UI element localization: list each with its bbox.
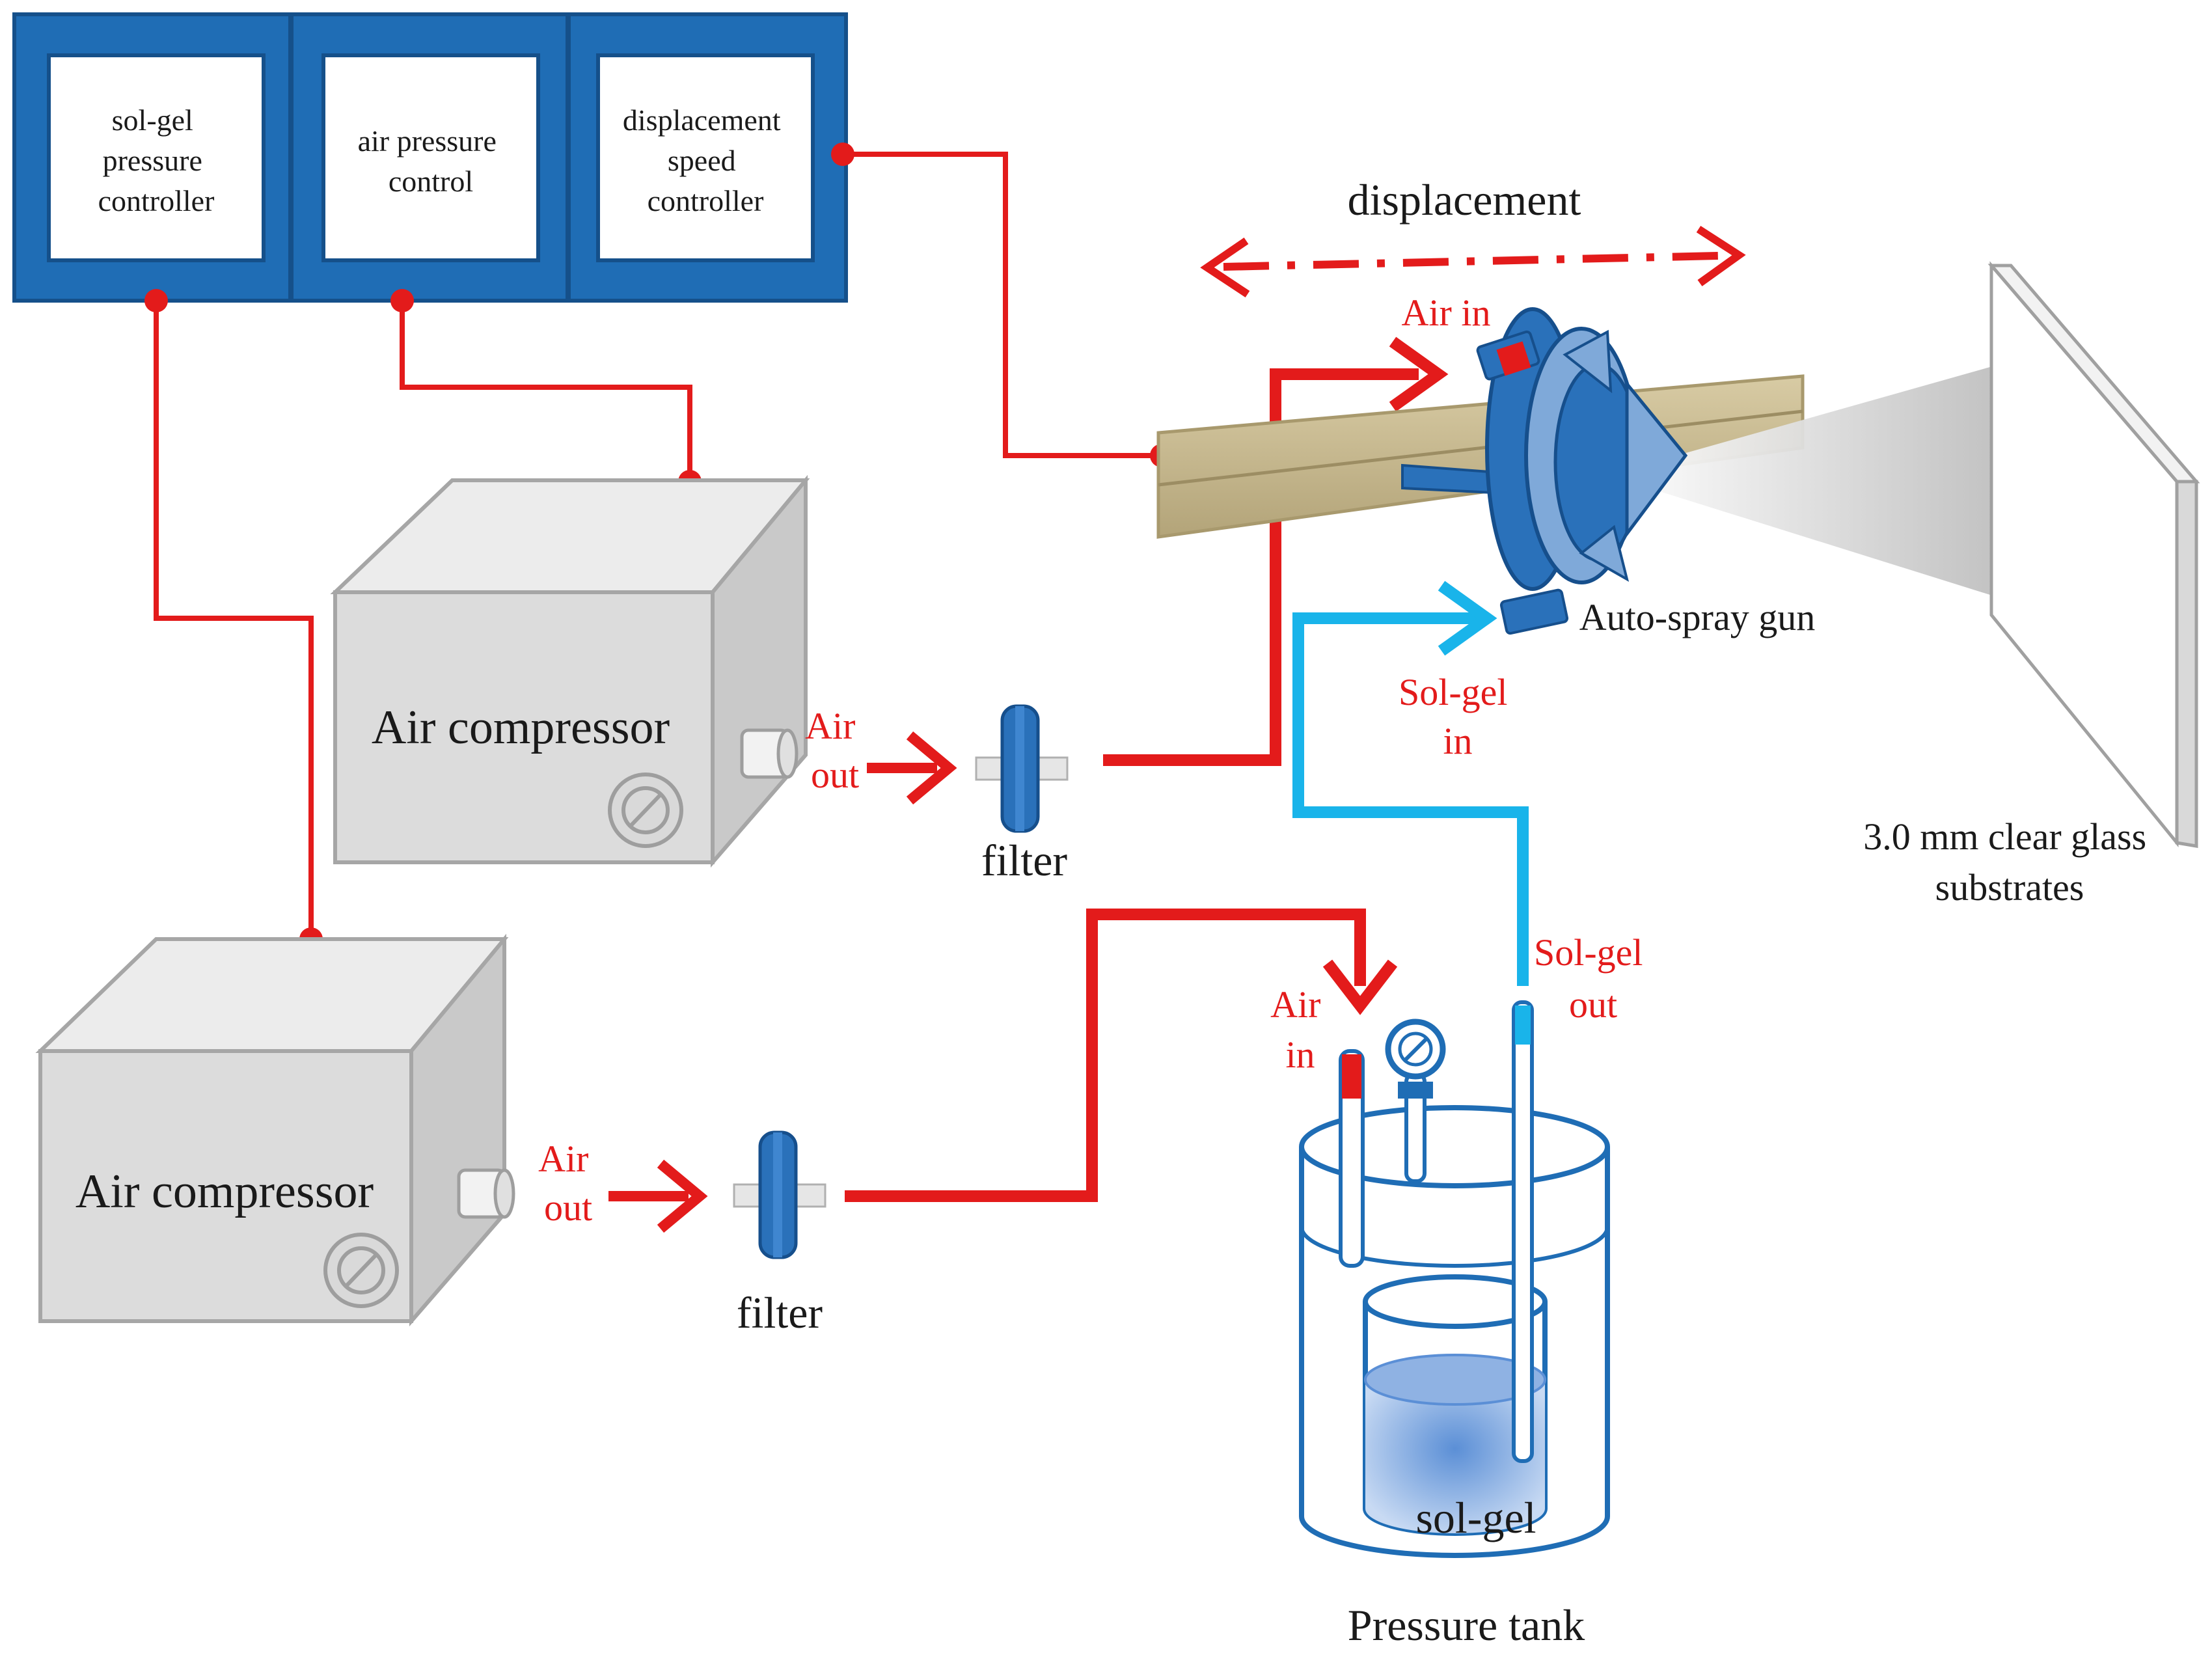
air-pressure-control-line1: air pressure xyxy=(358,124,497,157)
pressure-tank: Air in Sol-gel out sol-gel Pressure tank xyxy=(1270,931,1652,1650)
tank-sol-gel-outlet-tube xyxy=(1512,1000,1534,1463)
tank-sol-gel-out-line2: out xyxy=(1569,983,1617,1026)
tank-air-inlet-tube xyxy=(1339,1049,1365,1268)
gun-sol-gel-in-line2: in xyxy=(1443,720,1472,762)
air-out-lower-line1: Air xyxy=(538,1138,588,1180)
sol-gel-in-arrowhead xyxy=(1438,581,1497,656)
air-line-filter-to-tank xyxy=(845,909,1366,1202)
gun-sol-gel-in-label: Sol-gel in xyxy=(1399,671,1517,762)
svg-text:displacement speed: displacement speed controller xyxy=(623,103,788,217)
air-supply-lines xyxy=(845,368,1419,1202)
filter-upper-label: filter xyxy=(981,836,1068,885)
displacement-speed-controller-line1: displacement xyxy=(623,103,781,137)
air-pressure-control-box: air pressure control xyxy=(321,53,540,262)
air-pressure-control-line2: control xyxy=(389,165,473,198)
displacement-speed-controller-box: displacement speed controller xyxy=(596,53,815,262)
glass-substrate: 3.0 mm clear glass substrates xyxy=(1863,261,2200,909)
air-line-filter-to-gun xyxy=(1103,368,1419,766)
air-compressor-lower-label: Air compressor xyxy=(75,1165,374,1218)
glass-substrate-line1: 3.0 mm clear glass xyxy=(1863,815,2146,858)
svg-text:3.0 mm clear glass subst: 3.0 mm clear glass substrates xyxy=(1863,815,2155,909)
svg-text:air pressure control: air pressure control xyxy=(358,124,504,198)
svg-text:Air out: Air out xyxy=(538,1138,598,1229)
auto-spray-gun-label: Auto-spray gun xyxy=(1579,596,1815,638)
sol-gel-pressure-controller-line3: controller xyxy=(98,184,215,217)
control-wires xyxy=(154,152,1162,939)
air-out-upper: Air out xyxy=(805,705,957,805)
tank-air-in-line1: Air xyxy=(1270,983,1320,1026)
glass-substrate-line2: substrates xyxy=(1935,866,2084,909)
svg-text:Sol-gel out: Sol-gel out xyxy=(1534,931,1652,1026)
air-compressor-upper: Air compressor xyxy=(330,474,810,868)
air-in-tank-arrowhead xyxy=(1322,959,1398,1015)
gun-sol-gel-inlet xyxy=(1499,588,1569,635)
displacement-indicator: displacement xyxy=(1200,175,1746,298)
sol-gel-pressure-controller-line2: pressure xyxy=(103,144,202,177)
auto-spray-gun: Auto-spray gun xyxy=(1401,307,1815,638)
displacement-speed-controller-line2: speed xyxy=(668,144,736,177)
tank-air-in-line2: in xyxy=(1285,1033,1315,1076)
pressure-tank-label: Pressure tank xyxy=(1348,1600,1585,1650)
air-out-upper-line2: out xyxy=(811,754,859,796)
svg-text:Air in: Air in xyxy=(1270,983,1330,1076)
displacement-label: displacement xyxy=(1348,175,1581,225)
tank-sol-gel-out-line1: Sol-gel xyxy=(1534,931,1643,974)
air-compressor-upper-label: Air compressor xyxy=(372,701,670,754)
sol-gel-label: sol-gel xyxy=(1415,1493,1536,1542)
filter-upper: filter xyxy=(975,704,1069,885)
gun-air-in-label: Air in xyxy=(1402,292,1491,334)
spray-cone xyxy=(1607,355,2034,609)
filter-lower: filter xyxy=(733,1130,826,1337)
sol-gel-pressure-controller-line1: sol-gel xyxy=(112,103,193,137)
wire-displacement-controller-to-rail xyxy=(843,152,1162,458)
sol-gel-line xyxy=(1292,612,1529,986)
sol-gel-pressure-controller-box: sol-gel pressure controller xyxy=(47,53,266,262)
wire-sol-gel-controller-to-lower-compressor xyxy=(154,301,314,939)
air-compressor-lower: Air compressor xyxy=(35,933,515,1327)
air-out-upper-line1: Air xyxy=(805,705,855,747)
wire-air-pressure-to-upper-compressor xyxy=(400,301,692,482)
air-in-gun-arrowhead xyxy=(1389,336,1449,412)
air-out-lower-line2: out xyxy=(544,1186,592,1229)
svg-text:Air out: Air out xyxy=(805,705,865,796)
gun-sol-gel-in-line1: Sol-gel xyxy=(1399,671,1508,713)
controller-panel: sol-gel pressure controller air pressure… xyxy=(12,12,848,303)
displacement-speed-controller-line3: controller xyxy=(648,184,764,217)
filter-lower-label: filter xyxy=(737,1288,823,1337)
air-out-lower: Air out xyxy=(538,1138,708,1233)
svg-text:sol-gel pressure: sol-gel pressure controller xyxy=(98,103,215,217)
